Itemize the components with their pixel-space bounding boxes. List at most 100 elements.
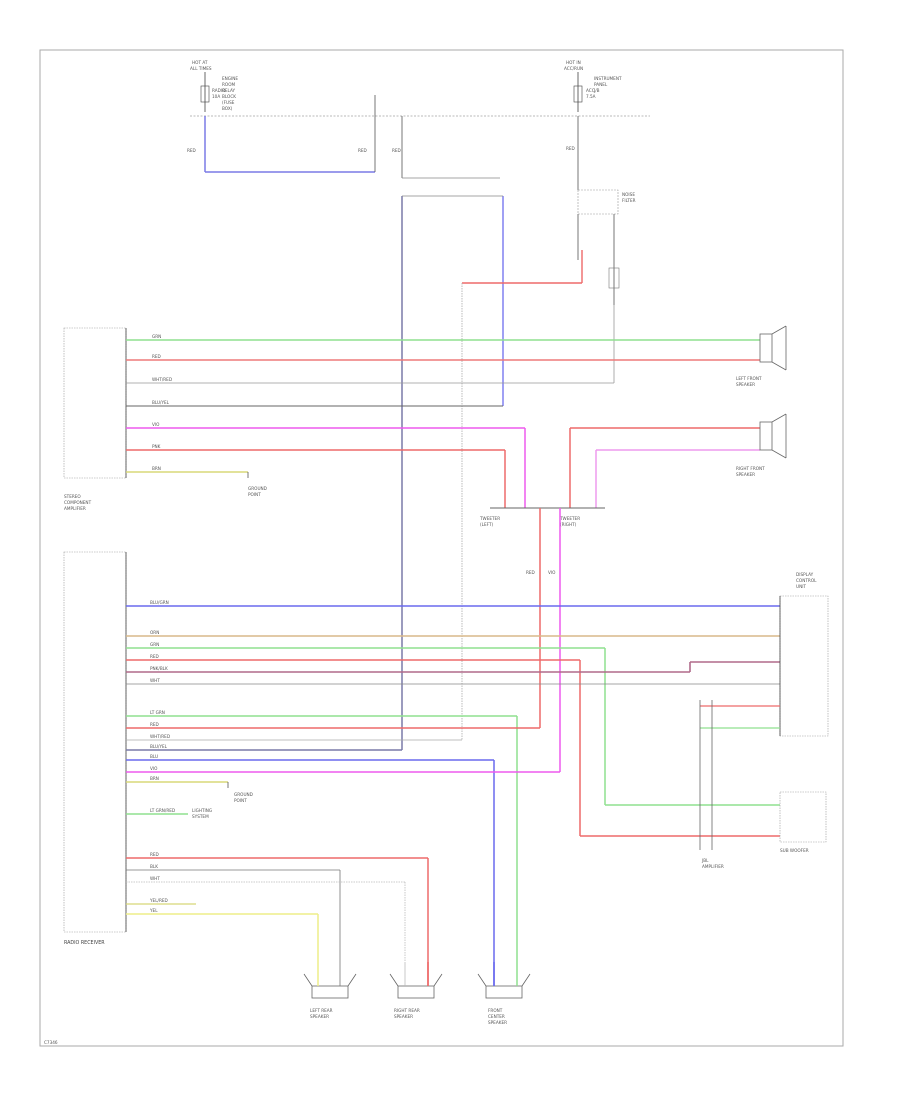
svg-text:SYSTEM: SYSTEM — [192, 814, 209, 819]
fuse-left-desc-2: ROOM — [222, 82, 236, 87]
rear-wire-blk: BLK — [150, 864, 158, 869]
svg-text:SPEAKER: SPEAKER — [488, 1020, 507, 1025]
svg-text:RED: RED — [392, 148, 401, 153]
diagram-footer-code: C7346 — [44, 1040, 58, 1045]
fuse-left-desc-4: BLOCK — [222, 94, 236, 99]
speaker-left-rear: LEFT REAR SPEAKER — [303, 973, 357, 1019]
fuse-left: HOT AT ALL TIMES RADIO 10A ENGINE ROOM R… — [190, 60, 238, 112]
radio-wire-wht-red: WHT/RED — [150, 734, 170, 739]
jbl-amplifier: JBL AMPLIFIER — [699, 700, 724, 869]
radio-wire-red-2: RED — [150, 722, 159, 727]
wire-label-red: RED — [152, 354, 161, 359]
fuse-left-desc-6: BOX) — [222, 106, 233, 111]
radio-wire-pnk-blk: PNK/BLK — [150, 666, 168, 671]
svg-text:POINT: POINT — [248, 492, 261, 497]
fuse-left-desc-3: RELAY — [222, 88, 236, 93]
svg-text:AMPLIFIER: AMPLIFIER — [702, 864, 724, 869]
fuse-left-title-1: HOT AT — [192, 60, 208, 65]
radio-wire-lt-grn: LT GRN — [150, 710, 165, 715]
radio-wire-vio: VIO — [150, 766, 158, 771]
fuse-left-desc-5: (FUSE — [222, 100, 235, 105]
svg-text:(LEFT): (LEFT) — [480, 522, 494, 527]
stereo-amp-label-1: STEREO — [64, 494, 81, 499]
svg-text:RED: RED — [566, 146, 575, 151]
svg-text:SPEAKER: SPEAKER — [310, 1014, 329, 1019]
radio-wire-orn: ORN — [150, 630, 159, 635]
ground-point-2: GROUND POINT — [227, 782, 253, 803]
radio-wire-blu-grn: BLU/GRN — [150, 600, 169, 605]
fuse-right-desc-1: INSTRUMENT — [594, 76, 622, 81]
fuse-right: HOT IN ACC/RUN ACC 7.5A INSTRUMENT PANEL… — [564, 60, 622, 112]
svg-text:RED: RED — [358, 148, 367, 153]
speaker-right-rear: RIGHT REAR SPEAKER — [389, 973, 443, 1019]
svg-text:LEFT FRONT: LEFT FRONT — [736, 376, 762, 381]
wire-label-grn: GRN — [152, 334, 161, 339]
svg-text:CENTER: CENTER — [488, 1014, 505, 1019]
wire-label-blu-yel: BLU/YEL — [152, 400, 170, 405]
radio-wire-brn: BRN — [150, 776, 159, 781]
ground-point-1: GROUND POINT — [247, 472, 267, 497]
speaker-sub-woofer: SUB WOOFER — [779, 791, 827, 853]
radio-wire-wht: WHT — [150, 678, 160, 683]
radio-wire-grn: GRN — [150, 642, 159, 647]
svg-text:(RIGHT): (RIGHT) — [560, 522, 577, 527]
svg-text:VIO: VIO — [548, 570, 556, 575]
radio-receiver: RADIO RECEIVER — [63, 551, 127, 946]
radio-wire-blu: BLU — [150, 754, 158, 759]
stereo-amp-label-2: COMPONENT — [64, 500, 92, 505]
svg-text:DISPLAY: DISPLAY — [796, 572, 814, 577]
svg-text:SPEAKER: SPEAKER — [394, 1014, 413, 1019]
svg-text:RIGHT FRONT: RIGHT FRONT — [736, 466, 765, 471]
svg-text:SUB WOOFER: SUB WOOFER — [780, 848, 809, 853]
rear-wire-yel-red: YEL/RED — [149, 898, 168, 903]
fuse-right-desc-2: PANEL — [594, 82, 608, 87]
illumination-system: LIGHTING SYSTEM — [192, 808, 212, 819]
display-control-unit: DISPLAY CONTROL UNIT — [779, 572, 829, 737]
radio-label: RADIO RECEIVER — [64, 940, 105, 946]
fuse-right-rating: 7.5A — [586, 94, 596, 99]
svg-text:GROUND: GROUND — [248, 486, 267, 491]
svg-text:LIGHTING: LIGHTING — [192, 808, 212, 813]
diagram-frame — [39, 49, 844, 1047]
svg-text:POINT: POINT — [234, 798, 247, 803]
stereo-amplifier: STEREO COMPONENT AMPLIFIER — [63, 327, 127, 511]
fuse-right-name: ACC — [586, 88, 595, 93]
radio-wire-blu-yel: BLU/YEL — [150, 744, 168, 749]
fuse-left-title-2: ALL TIMES — [190, 66, 212, 71]
svg-text:JBL: JBL — [701, 858, 709, 863]
fuse-left-desc-1: ENGINE — [222, 76, 238, 81]
svg-text:CONTROL: CONTROL — [796, 578, 817, 583]
radio-wire-red: RED — [150, 654, 159, 659]
rear-wire-wht: WHT — [150, 876, 160, 881]
fuse-right-desc-3: J/B — [593, 88, 600, 93]
wire-label-pnk: PNK — [152, 444, 161, 449]
noise-filter-label-1: NOISE — [622, 192, 635, 197]
noise-filter-label-2: FILTER — [622, 198, 636, 203]
radio-wire-lt-grn-red: LT GRN/RED — [150, 808, 175, 813]
fuse-left-name: RADIO — [212, 88, 226, 93]
svg-text:FRONT: FRONT — [488, 1008, 503, 1013]
svg-text:TWEETER: TWEETER — [559, 516, 580, 521]
fuse-right-title-1: HOT IN — [566, 60, 581, 65]
svg-text:GROUND: GROUND — [234, 792, 253, 797]
rear-wire-red: RED — [150, 852, 159, 857]
svg-text:RIGHT REAR: RIGHT REAR — [394, 1008, 420, 1013]
svg-text:SPEAKER: SPEAKER — [736, 472, 755, 477]
speaker-front-center: FRONT CENTER SPEAKER — [477, 973, 531, 1025]
tweeter-right: TWEETER (RIGHT) — [559, 516, 580, 527]
wire-label-vio: VIO — [152, 422, 160, 427]
svg-text:RED: RED — [187, 148, 196, 153]
svg-text:RED: RED — [526, 570, 535, 575]
speaker-left-front: LEFT FRONT SPEAKER — [736, 325, 787, 387]
svg-text:SPEAKER: SPEAKER — [736, 382, 755, 387]
stereo-amp-label-3: AMPLIFIER — [64, 506, 86, 511]
wire-label-wht-red: WHT/RED — [152, 377, 172, 382]
noise-filter: NOISE FILTER — [577, 189, 636, 215]
svg-text:UNIT: UNIT — [796, 584, 806, 589]
fuse-left-rating: 10A — [212, 94, 220, 99]
rear-wire-yel: YEL — [149, 908, 158, 913]
speaker-right-front: RIGHT FRONT SPEAKER — [736, 413, 787, 477]
fuse-right-title-2: ACC/RUN — [564, 66, 583, 71]
svg-text:TWEETER: TWEETER — [479, 516, 500, 521]
